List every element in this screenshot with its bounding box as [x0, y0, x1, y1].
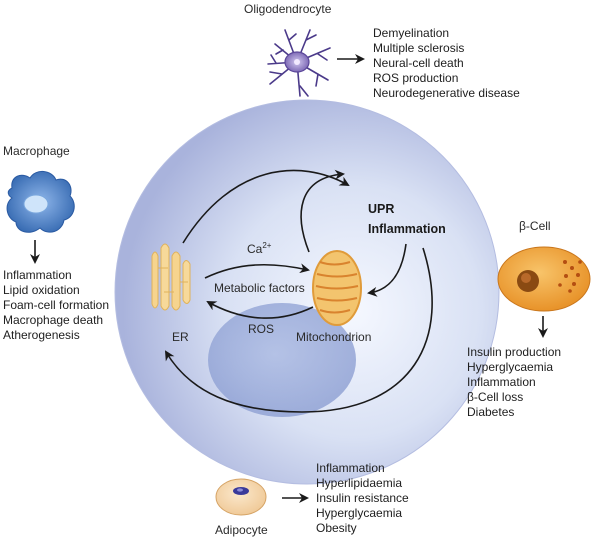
- adipocyte-label: Adipocyte: [215, 523, 268, 537]
- macrophage-group: Macrophage Inflammation Lipid oxidation …: [3, 144, 112, 342]
- upr-label: UPR: [368, 202, 394, 216]
- macrophage-label: Macrophage: [3, 144, 70, 158]
- central-cell: [114, 99, 500, 485]
- beta-cell-label: β-Cell: [519, 219, 551, 233]
- arrow-upr-to-er: [164, 247, 433, 413]
- ros-label: ROS: [248, 322, 274, 336]
- er-label: ER: [172, 330, 189, 344]
- nucleus: [208, 303, 356, 417]
- arrow-er-to-mito: [204, 263, 310, 279]
- macrophage-effects: Inflammation Lipid oxidation Foam-cell f…: [3, 268, 112, 342]
- arrow-mito-to-er: [206, 301, 314, 319]
- adipocyte-effects: Inflammation Hyperlipidaemia Insulin res…: [316, 461, 412, 535]
- beta-cell-icon: [497, 246, 591, 312]
- mitochondrion-label: Mitochondrion: [296, 330, 371, 344]
- metabolic-factors-label: Metabolic factors: [214, 281, 305, 295]
- oligodendrocyte-effects: Demyelination Multiple sclerosis Neural-…: [373, 26, 520, 100]
- adipocyte-group: Adipocyte Inflammation Hyperlipidaemia I…: [215, 461, 412, 537]
- oligodendrocyte-cell-icon: [267, 29, 331, 97]
- arrows: [164, 169, 433, 413]
- cell-membrane: [114, 99, 500, 485]
- macrophage-nucleus: [23, 194, 49, 214]
- adipocyte-cell-icon: [215, 478, 267, 516]
- oligodendrocyte-label: Oligodendrocyte: [244, 2, 332, 16]
- beta-cell-effects: Insulin production Hyperglycaemia Inflam…: [467, 345, 564, 419]
- er-organelle-icon: [151, 243, 191, 311]
- mitochondrion-organelle-icon: [312, 250, 362, 326]
- arrow-mito-to-upr: [300, 169, 345, 253]
- oligodendrocyte-group: Oligodendrocyte Demyelination Multiple s…: [244, 2, 520, 100]
- calcium-label: Ca2+: [247, 241, 272, 256]
- arrow-upr-to-mito: [367, 243, 407, 297]
- beta-cell-group: β-Cell Insulin production Hyperglycaemia…: [467, 219, 591, 419]
- inflammation-label: Inflammation: [368, 222, 446, 236]
